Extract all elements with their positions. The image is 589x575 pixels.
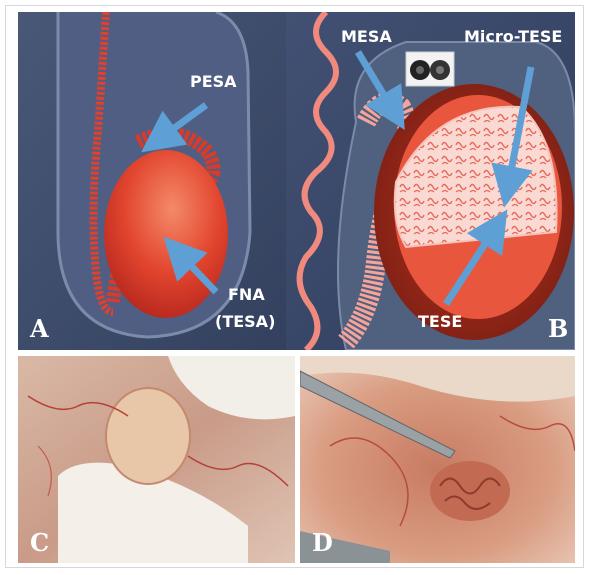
fna-label: FNA (228, 285, 265, 304)
tesa-label: (TESA) (215, 312, 275, 331)
panel-a-letter: A (29, 314, 49, 343)
panel-b-illustration: MESA Micro-TESE TESE B (286, 12, 575, 350)
panel-c-surgical-photo: C (18, 356, 295, 563)
panel-b-letter: B (548, 314, 568, 343)
panel-d-letter: D (312, 528, 333, 557)
panel-c: C (18, 356, 295, 563)
panel-d-tubule-cluster (430, 461, 510, 521)
operating-microscope-icon (406, 52, 454, 86)
panel-b: MESA Micro-TESE TESE B (286, 12, 575, 350)
micro-tese-label: Micro-TESE (464, 27, 562, 46)
panel-c-letter: C (30, 528, 49, 557)
panel-d: D (300, 356, 575, 563)
panel-a-illustration: PESA FNA (TESA) A (18, 12, 286, 350)
testis (104, 150, 228, 318)
panel-c-dilated-tubule (106, 388, 190, 484)
panel-a: PESA FNA (TESA) A (18, 12, 286, 350)
mesa-label: MESA (341, 27, 392, 46)
pesa-label: PESA (190, 72, 237, 91)
panel-d-surgical-photo: D (300, 356, 575, 563)
tese-label: TESE (418, 312, 462, 331)
